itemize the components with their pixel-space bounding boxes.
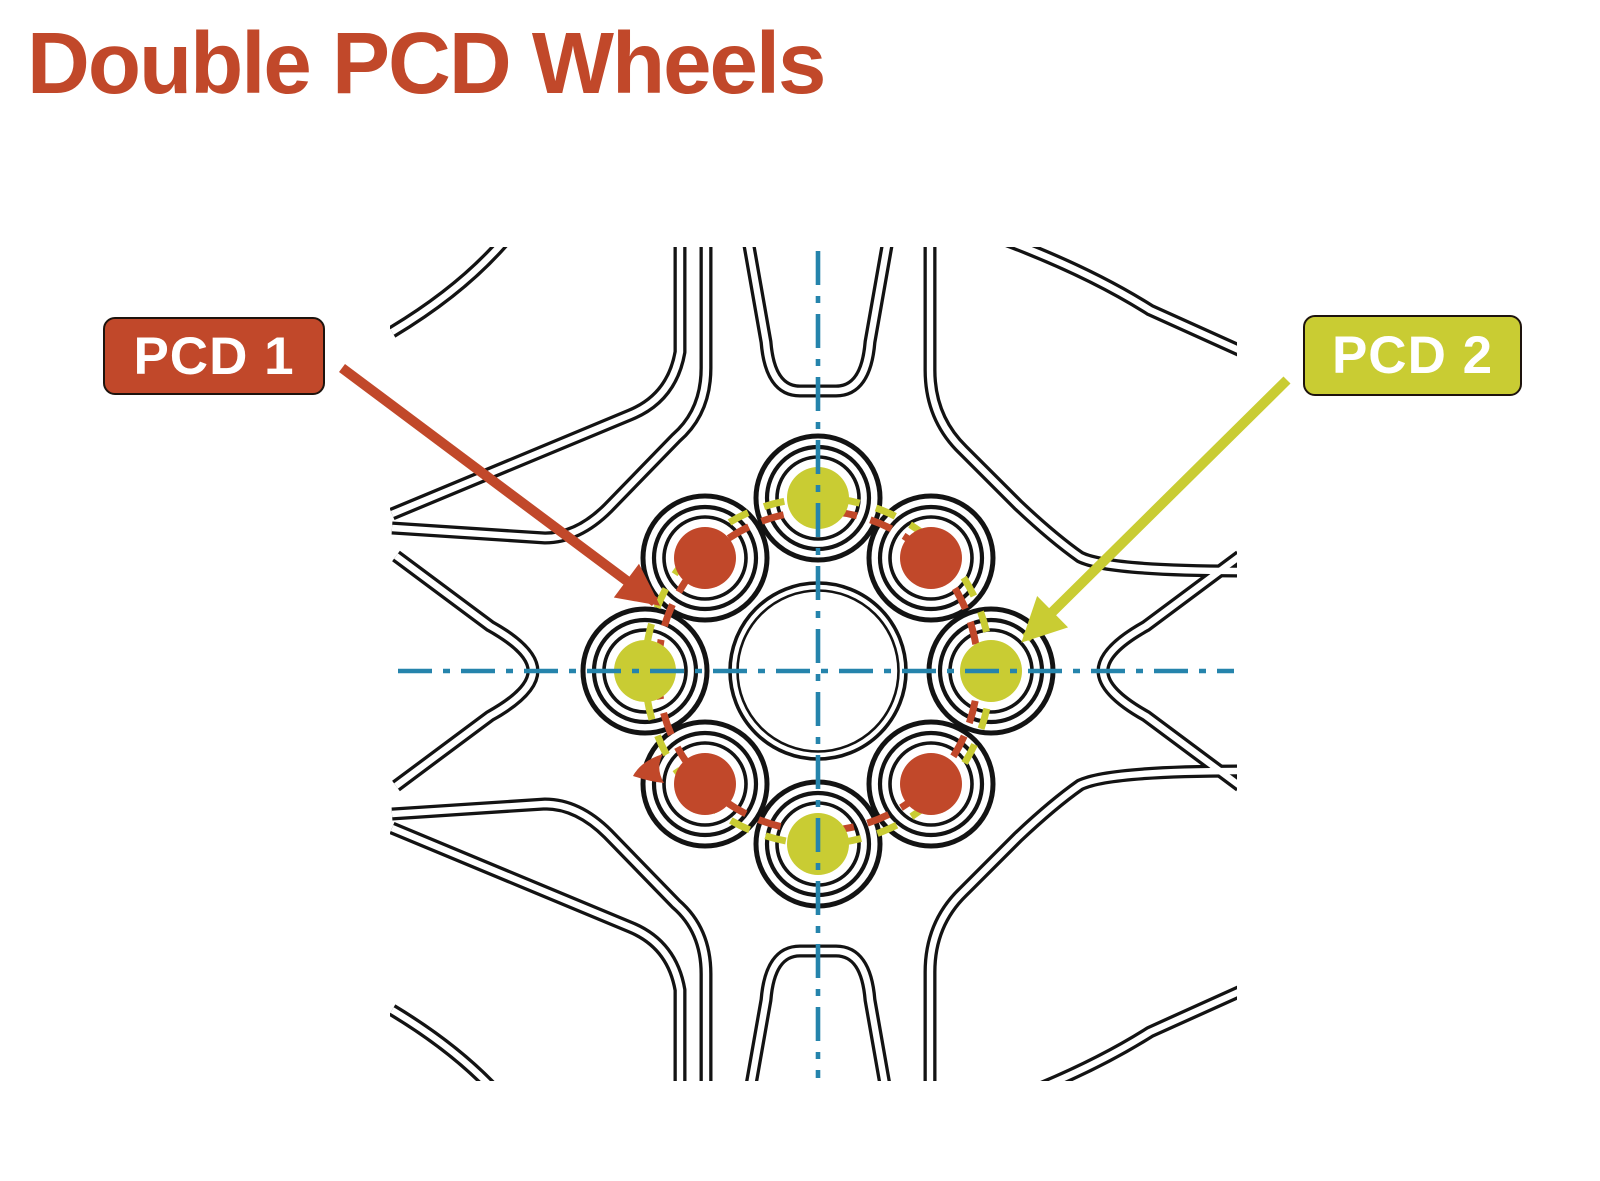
bolt-hole-pcd1-nw [674,527,736,589]
bolt-hole-pcd2-top [787,467,849,529]
pcd1-arrow [339,363,661,607]
pcd1-direction-arrowhead [633,754,664,783]
pcd1-label: PCD 1 [103,317,325,395]
wheel-line-art [392,240,1243,1102]
pcd2-label-text: PCD 2 [1331,326,1494,385]
bolt-hole-pcd1-sw [674,753,736,815]
bolt-hole-pcd1-ne [900,527,962,589]
bolt-hole-pcd2-left [614,640,676,702]
bolt-hole-pcd1-se [900,753,962,815]
pcd2-label: PCD 2 [1303,315,1522,396]
page-title: Double PCD Wheels [27,15,826,112]
pcd2-arrow [1021,376,1291,643]
pcd1-label-text: PCD 1 [133,326,295,386]
